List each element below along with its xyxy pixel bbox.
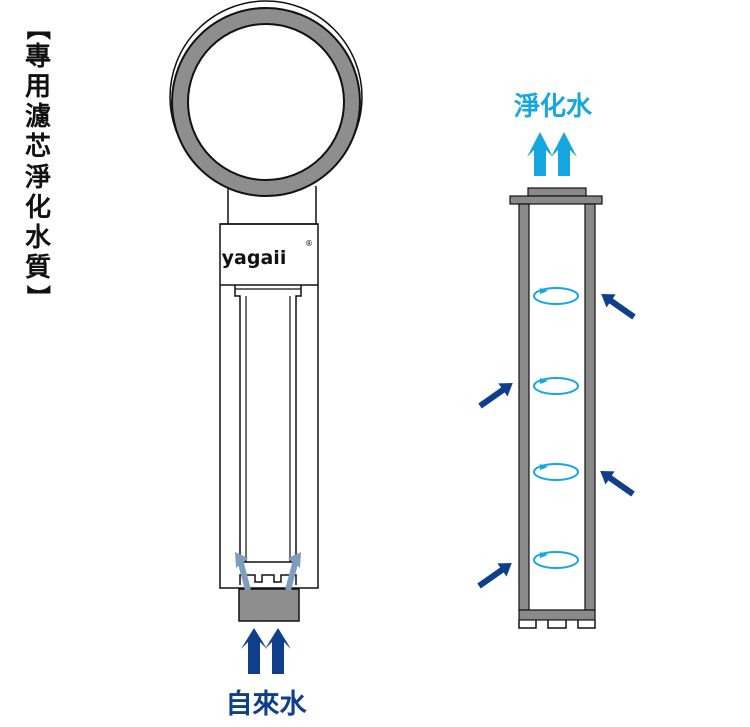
inlet-label: 自來水 (226, 688, 308, 720)
hose-connector (238, 588, 300, 622)
inlet-arrows (241, 628, 291, 674)
shower-head-ring-outer-edge (171, 7, 361, 197)
inflow-arrow-icon-right-lower (600, 471, 635, 497)
filter-bottom-notches (518, 620, 596, 629)
flow-up-arrowhead-right (288, 552, 301, 568)
flow-up-arrow-right (285, 559, 299, 591)
outlet-arrow-left-icon (527, 132, 553, 176)
shower-handle-outline (219, 223, 319, 589)
inflow-arrow-icon-right-upper (601, 294, 636, 320)
inflow-arrow-icon-left-lower (477, 563, 512, 589)
inflow-arrow-icon-left-middle (478, 383, 513, 409)
title-char-5: 淨 (24, 162, 51, 193)
outlet-arrow-right-icon (551, 132, 577, 176)
title-char-7: 水 (24, 222, 51, 253)
shower-head (169, 0, 363, 622)
brand-logo: yagaii (222, 247, 287, 269)
filter-left-wall (518, 203, 530, 611)
title-char-2: 用 (24, 72, 51, 103)
handle-bottom-cap (239, 574, 297, 585)
title-char-8: 質 (24, 253, 51, 284)
vertical-title: 【 專 用 濾 芯 淨 化 水 質 】 (18, 14, 58, 311)
outlet-arrows (527, 132, 577, 176)
title-char-1: 專 (24, 42, 51, 72)
title-char-6: 化 (24, 192, 51, 223)
swirl-icon-2 (533, 377, 579, 395)
filter-bottom-plate (518, 609, 596, 621)
inlet-arrow-right-icon (265, 628, 291, 674)
flow-up-arrow-left (237, 559, 251, 591)
brand-registered-mark: ® (305, 239, 313, 248)
swirl-icon-4 (533, 551, 579, 569)
outlet-label: 淨化水 (514, 92, 593, 122)
shower-head-ring-inner-edge (187, 23, 345, 181)
filter-cartridge (509, 187, 603, 629)
filter-cap-outline (234, 285, 302, 563)
filter-top-flange (509, 195, 603, 205)
inlet-arrow-left-icon (241, 628, 267, 674)
title-char-3: 濾 (24, 102, 51, 133)
swirl-icon-3 (533, 463, 579, 481)
flow-up-arrowhead-left (235, 552, 248, 568)
swirl-icon-1 (533, 287, 579, 305)
shower-head-ring (172, 8, 360, 196)
filter-top-plate (527, 187, 587, 197)
swirl-group (533, 287, 579, 569)
title-char-4: 芯 (24, 132, 51, 163)
inflow-arrow-group (477, 294, 636, 589)
filter-right-wall (584, 203, 596, 611)
